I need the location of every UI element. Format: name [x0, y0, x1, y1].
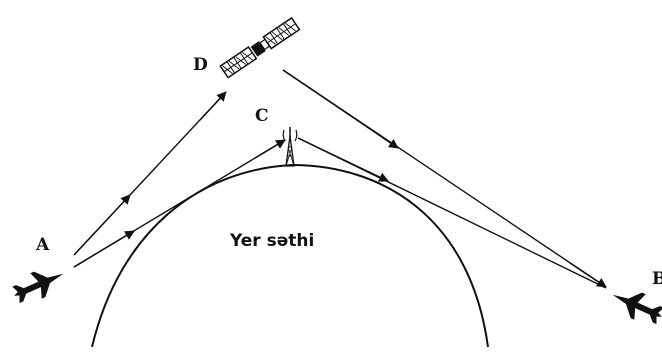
label-c: C: [255, 106, 269, 126]
arrow-a-to-d-mid: [73, 194, 131, 256]
label-a: A: [35, 235, 50, 255]
fighter-jet-icon: [12, 271, 64, 304]
fighter-jet-icon: [612, 292, 662, 325]
earth-surface-arc: [91, 163, 489, 348]
arrow-a-to-c-end: [254, 139, 286, 159]
label-d: D: [193, 55, 208, 75]
arrow-a-to-c-mid: [73, 230, 135, 268]
arrow-a-to-d-end: [199, 91, 227, 121]
antenna-tower-icon: [282, 127, 298, 167]
satellite-icon: [219, 16, 301, 79]
label-b: B: [652, 269, 662, 289]
earth-surface-label: Yer səthi: [229, 231, 314, 251]
arrow-c-to-b-mid: [297, 137, 389, 182]
arrow-d-to-b-end: [569, 262, 607, 288]
arrow-d-to-b-mid: [282, 69, 399, 149]
